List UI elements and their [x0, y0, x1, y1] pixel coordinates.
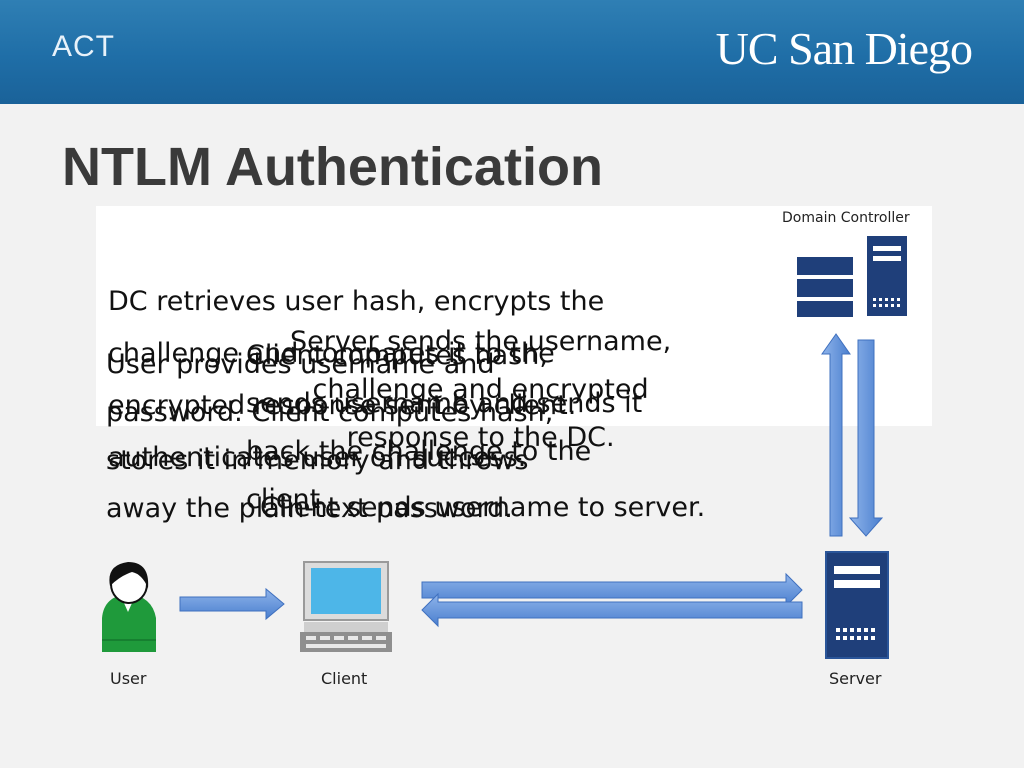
- user-step-line-4: away the plain-text password.: [106, 493, 513, 524]
- client-server-arrows: [421, 572, 803, 628]
- user-step-line-5: Client sends username to server.: [260, 492, 706, 523]
- server-label: Server: [829, 669, 882, 688]
- server-icon: [825, 551, 889, 659]
- act-logo: ACT: [52, 30, 115, 63]
- server-step-line-2: challenge and encrypted: [312, 374, 649, 405]
- user-step-line-1: User provides username and: [106, 349, 495, 380]
- user-step-final-line: Client sends username to server.: [260, 482, 705, 534]
- client-step-line-3: back the challenge to the: [246, 436, 592, 467]
- dc-step-line-3: encrypted response sent by client.: [108, 390, 577, 421]
- header-bar: ACT UC San Diego: [0, 0, 1024, 104]
- server-step-text: Server sends the username, challenge and…: [290, 318, 671, 462]
- dc-step-line-4: authenticates user on success.: [108, 442, 527, 473]
- domain-controller-icon: [797, 236, 907, 317]
- dc-step-line-2: challenge and compares it to the: [108, 338, 555, 369]
- client-step-line-2: sends username and sends it: [246, 388, 643, 419]
- server-step-line-1: Server sends the username,: [290, 326, 672, 357]
- client-step-text: Client computes hash, sends username and…: [246, 332, 642, 524]
- user-step-text: User provides username and password. Cli…: [106, 341, 553, 533]
- client-computer-icon: [300, 561, 392, 652]
- client-step-line-1: Client computes hash,: [246, 340, 548, 371]
- server-step-line-3: response to the DC.: [346, 422, 615, 453]
- dc-step-text: DC retrieves user hash, encrypts the cha…: [108, 276, 604, 484]
- dc-server-arrows: [821, 333, 884, 537]
- slide-title: NTLM Authentication: [62, 137, 603, 197]
- user-step-line-3: stores it in memory and throws: [106, 445, 529, 476]
- client-label: Client: [321, 669, 368, 688]
- client-step-line-4: client.: [246, 484, 329, 515]
- domain-controller-label: Domain Controller: [782, 210, 910, 226]
- user-label: User: [110, 669, 147, 688]
- user-client-arrow: [179, 587, 285, 621]
- ucsd-logo: UC San Diego: [715, 23, 973, 74]
- dc-step-line-1: DC retrieves user hash, encrypts the: [108, 286, 605, 317]
- diagram-panel: [96, 206, 932, 426]
- user-icon: [102, 562, 156, 652]
- user-step-line-2: password. Client computes hash,: [106, 397, 554, 428]
